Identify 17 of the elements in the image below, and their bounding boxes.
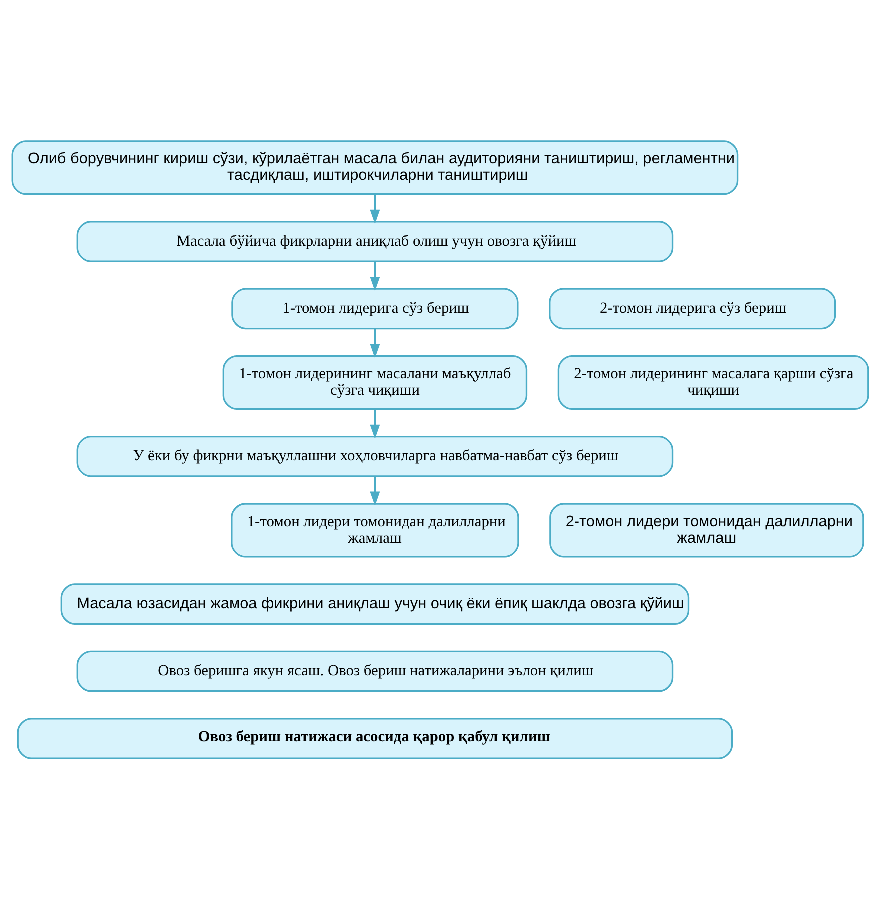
node-box: Олиб борувчининг кириш сўзи, кўрилаётган масала билан аудиторияни таништириш, регламентни тасдиқлаш, иштирокчиларни таништириш <box>12 140 739 195</box>
node-box: 1-томон лидерига сўз бериш <box>232 288 519 330</box>
node-box: Овоз бериш натижаси асосида қарор қабул қилиш <box>17 718 734 759</box>
node-box: 2-томон лидерига сўз бериш <box>549 288 836 330</box>
arrow <box>370 408 380 439</box>
arrow <box>370 261 380 291</box>
node-box: У ёки бу фикрни маъқуллашни хоҳловчиларга навбатма-навбат сўз бериш <box>76 435 674 477</box>
node-box: Овоз беришга якун ясаш. Овоз бериш натижаларини эълон қилиш <box>76 650 674 692</box>
arrow <box>370 194 380 224</box>
node-box: Масала бўйича фикрларни аниқлаб олиш учун овозга қўйиш <box>76 220 674 262</box>
node-box: 2-томон лидерининг масалага қарши сўзга чиқиши <box>558 355 870 410</box>
arrow <box>370 328 380 358</box>
node-box: 1-томон лидерининг масалани маъқуллаб сўзга чиқиши <box>222 355 528 410</box>
node-box: Масала юзасидан жамоа фикрини аниқлаш учун очиқ ёки ёпиқ шаклда овозга қўйиш <box>60 583 690 624</box>
node-box: 1-томон лидери томонидан далилларни жамлаш <box>231 502 520 558</box>
arrow <box>370 476 380 506</box>
node-box: 2-томон лидери томонидан далилларни жамлаш <box>550 502 864 558</box>
